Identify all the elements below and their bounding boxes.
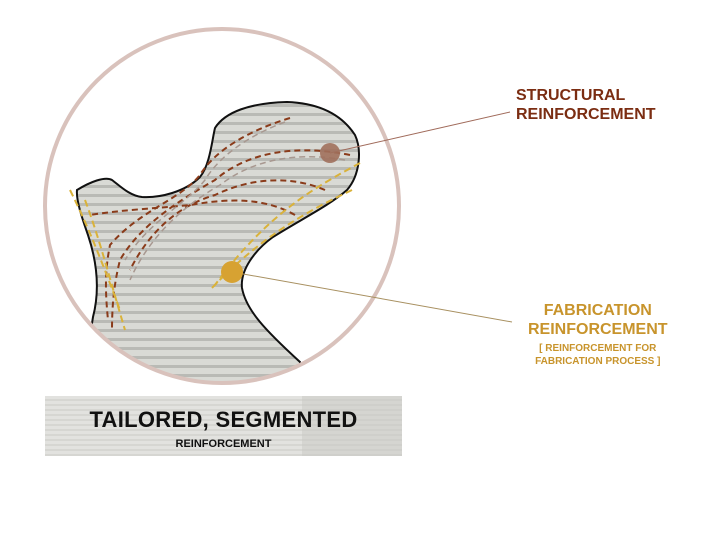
structural-marker xyxy=(320,143,340,163)
structural-reinforcement-label: STRUCTURAL REINFORCEMENT xyxy=(516,86,656,124)
fabrication-leader-line xyxy=(231,271,513,323)
structural-line1: STRUCTURAL xyxy=(516,87,626,104)
structural-stitches xyxy=(89,117,351,331)
structural-leader-line xyxy=(329,111,511,154)
fabrication-reinforcement-label: FABRICATION REINFORCEMENT [ REINFORCEMEN… xyxy=(528,301,668,368)
fabrication-line2: REINFORCEMENT xyxy=(528,321,668,339)
zoom-circle xyxy=(43,27,401,385)
structural-line2: REINFORCEMENT xyxy=(516,106,656,124)
banner-subtitle: REINFORCEMENT xyxy=(175,438,272,450)
fabrication-sub2: FABRICATION PROCESS ] xyxy=(535,356,661,368)
fabric-shape xyxy=(69,100,361,383)
fabrication-line1: FABRICATION xyxy=(543,302,652,319)
fabrication-marker xyxy=(221,261,243,283)
title-banner: TAILORED, SEGMENTED REINFORCEMENT xyxy=(45,396,402,456)
fabrication-sub1: [ REINFORCEMENT FOR xyxy=(539,343,657,355)
banner-title: TAILORED, SEGMENTED xyxy=(89,407,358,432)
